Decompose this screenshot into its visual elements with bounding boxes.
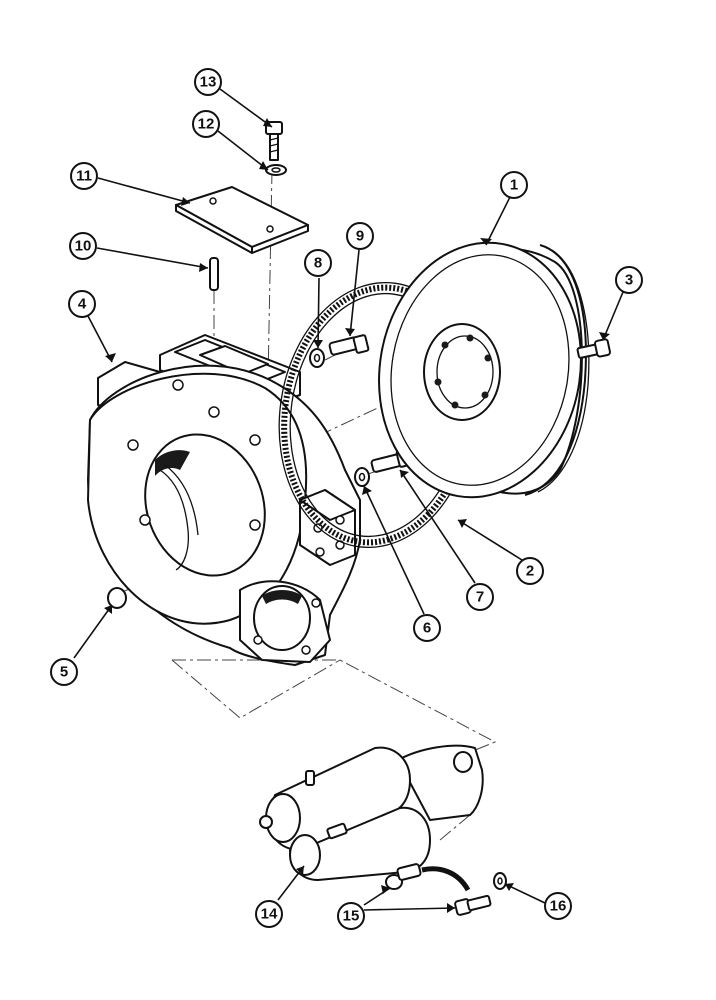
svg-text:1: 1 [510, 177, 518, 194]
callout-7: 7 [466, 583, 494, 611]
flywheel-housing [87, 334, 361, 666]
svg-text:4: 4 [78, 296, 87, 313]
starter-bolt [454, 894, 492, 916]
callout-10: 10 [69, 232, 97, 260]
leader-lines [73, 88, 624, 911]
svg-text:6: 6 [423, 620, 431, 637]
plug [107, 587, 127, 609]
lock-washer [265, 164, 287, 176]
svg-text:9: 9 [356, 228, 364, 245]
callout-15: 15 [337, 902, 365, 930]
flywheel-bolt [576, 338, 611, 359]
svg-text:11: 11 [76, 168, 92, 185]
callout-5: 5 [50, 658, 78, 686]
callout-6: 6 [413, 614, 441, 642]
cover-plate [175, 186, 309, 254]
starter-motor [259, 744, 484, 881]
svg-text:15: 15 [343, 908, 360, 925]
svg-text:10: 10 [75, 238, 92, 255]
callout-2: 2 [516, 557, 544, 585]
svg-text:12: 12 [198, 116, 215, 133]
svg-text:3: 3 [625, 272, 633, 289]
starter-stud [385, 863, 422, 890]
svg-text:14: 14 [261, 906, 278, 923]
svg-text:5: 5 [60, 664, 68, 681]
leader-arrowheads [104, 118, 610, 913]
callout-11: 11 [70, 162, 98, 190]
svg-text:13: 13 [200, 74, 217, 91]
callout-12: 12 [192, 110, 220, 138]
svg-text:7: 7 [476, 589, 484, 606]
dowel-pin [209, 257, 219, 291]
svg-text:16: 16 [550, 898, 567, 915]
callout-1: 1 [500, 171, 528, 199]
washer-lower [354, 467, 370, 487]
starter-lock-washer [493, 872, 507, 890]
cover-bolt [265, 121, 283, 161]
bolt-upper [328, 334, 370, 356]
callout-4: 4 [68, 290, 96, 318]
cable-strap [421, 866, 471, 892]
callout-16: 16 [544, 892, 572, 920]
svg-text:2: 2 [526, 563, 534, 580]
callout-9: 9 [346, 222, 374, 250]
callout-14: 14 [255, 900, 283, 928]
callout-8: 8 [304, 249, 332, 277]
flywheel [378, 241, 590, 499]
svg-text:8: 8 [314, 255, 322, 272]
washer-upper [309, 348, 325, 368]
callout-13: 13 [194, 68, 222, 96]
callout-3: 3 [615, 266, 643, 294]
